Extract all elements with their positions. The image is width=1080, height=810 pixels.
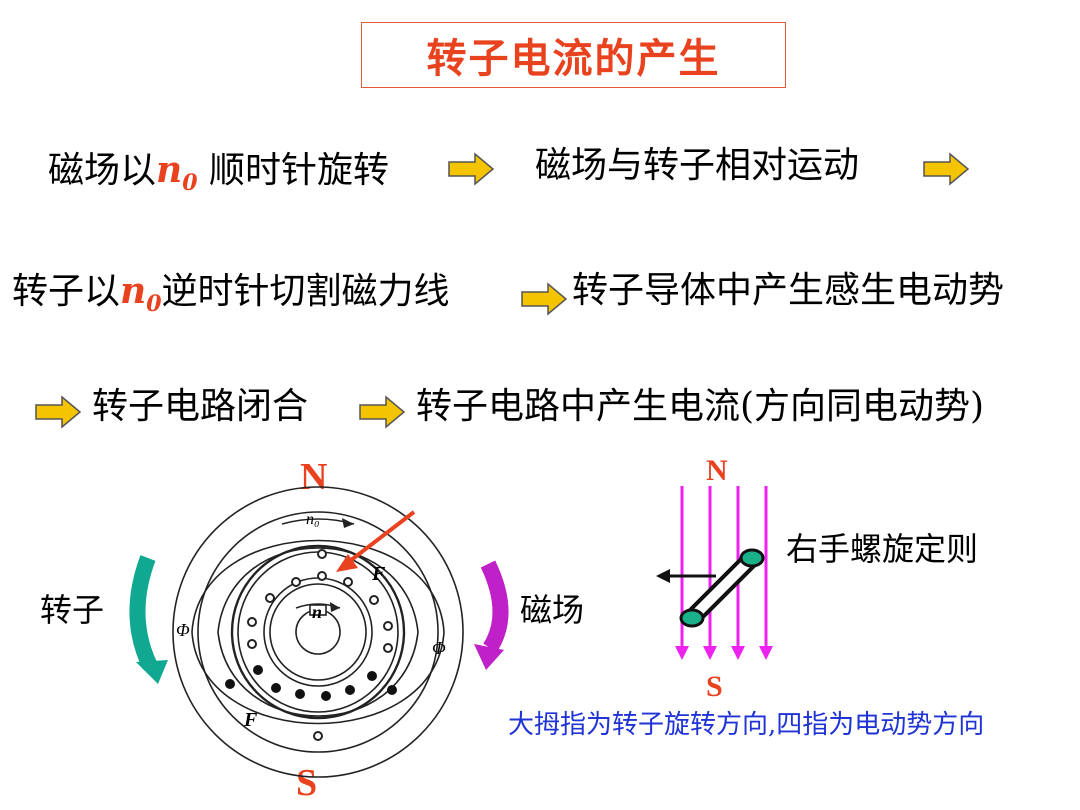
pole-south-right: S — [706, 670, 723, 703]
field-label: 磁场 — [520, 591, 585, 629]
arrow-right-icon — [35, 395, 82, 429]
row2-n0: n0 — [120, 270, 162, 318]
n0-label: n₀ — [306, 511, 320, 528]
page-title: 转子电流的产生 — [426, 35, 721, 82]
row1-left-text: 磁场以n0 顺时针旋转 — [48, 152, 389, 194]
row1-part1: 磁场以 — [48, 150, 157, 191]
right-hand-rule-label: 右手螺旋定则 — [786, 530, 979, 568]
field-lines-diagram — [656, 486, 773, 660]
row1-n0: n0 — [156, 149, 198, 197]
row3-right-text: 转子电路中产生电流(方向同电动势) — [416, 386, 985, 427]
row2-left-text: 转子以n0逆时针切割磁力线 — [12, 273, 450, 315]
pole-north-left: N — [300, 456, 328, 498]
row1-right-text: 磁场与转子相对运动 — [535, 145, 860, 186]
row2-part2: 逆时针切割磁力线 — [161, 271, 450, 312]
pole-north-right: N — [706, 454, 728, 487]
rotor-label: 转子 — [40, 591, 105, 629]
row3-left-text: 转子电路闭合 — [92, 386, 309, 427]
flux-label-right: Φ — [432, 638, 446, 658]
motor-diagram: n₀ n F F Φ Φ — [129, 486, 509, 778]
row2-part1: 转子以 — [12, 271, 121, 312]
row1-part2: 顺时针旋转 — [197, 150, 389, 191]
title-box: 转子电流的产生 — [361, 22, 786, 88]
row2-right-text: 转子导体中产生感生电动势 — [572, 270, 1005, 311]
arrow-right-icon — [923, 152, 970, 186]
n-label: n — [312, 602, 322, 622]
arrow-right-icon — [359, 395, 406, 429]
rotor-rotation-arrow — [129, 555, 158, 670]
pole-south-left: S — [296, 762, 318, 804]
arrow-right-icon — [448, 152, 495, 186]
caption: 大拇指为转子旋转方向,四指为电动势方向 — [508, 710, 985, 740]
force-label-top: F — [371, 563, 386, 585]
field-rotation-arrow — [480, 560, 509, 653]
arrow-right-icon — [521, 282, 568, 316]
flux-label-left: Φ — [176, 620, 190, 640]
force-label-bottom: F — [243, 709, 258, 731]
